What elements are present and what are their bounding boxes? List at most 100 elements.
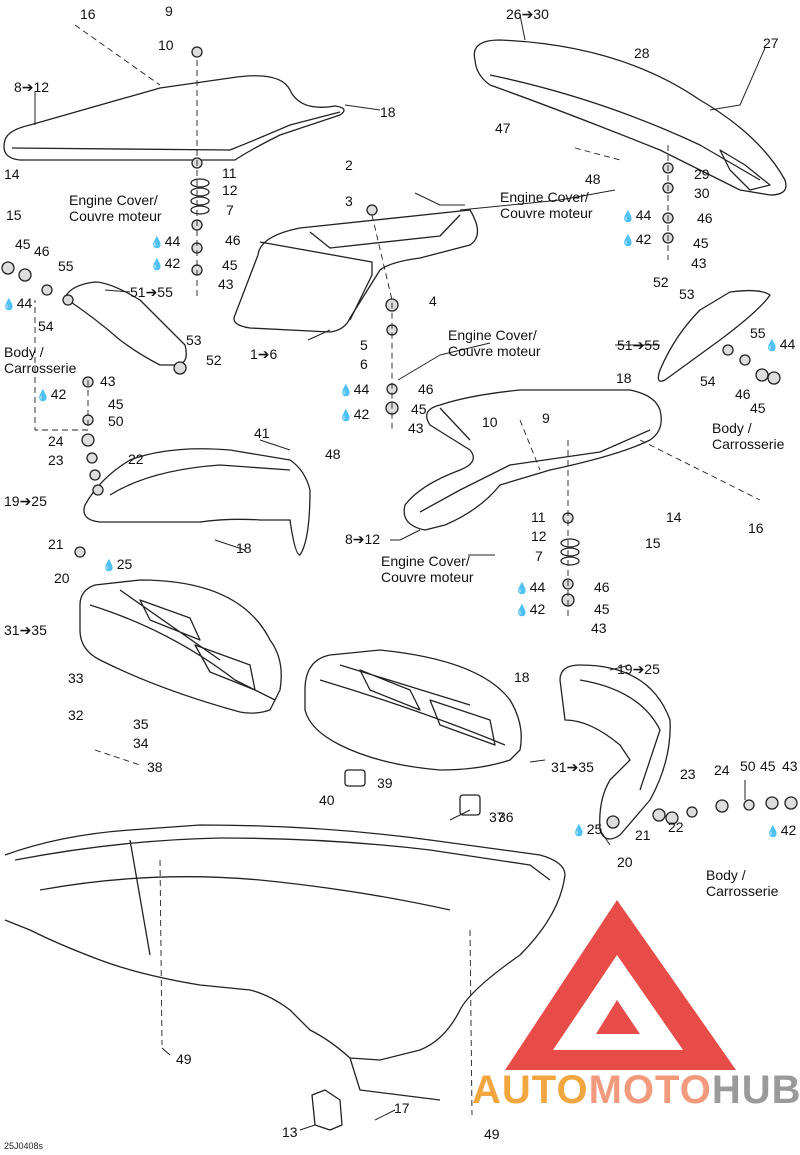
callout-label: 46 — [418, 381, 434, 397]
side-panel-left-small — [64, 281, 187, 366]
callout-label: 31➔35 — [551, 759, 594, 775]
drawing-code: 25J0408s — [4, 1141, 44, 1151]
callout-label: 46 — [735, 386, 751, 402]
callout-label: 43 — [591, 620, 607, 636]
callout-label: 47 — [495, 120, 511, 136]
callout-label: 5 — [360, 337, 368, 353]
body-note: Body /Carrosserie — [712, 420, 785, 452]
spring-stack-right — [560, 538, 580, 566]
callout-label: 45 — [594, 601, 610, 617]
callout-label: 21 — [48, 536, 64, 552]
callout-label: 48 — [325, 446, 341, 462]
seat-backrest-upper — [473, 39, 787, 196]
callout-label: 53 — [186, 332, 202, 348]
callout-label: 45 — [411, 401, 427, 417]
callout-label: 54 — [700, 373, 716, 389]
callout-label: 14 — [4, 166, 20, 182]
callout-label: 39 — [377, 775, 393, 791]
callout-label: 11 — [531, 509, 546, 525]
callout-label: 51➔55 — [617, 337, 660, 353]
callout-label: 46 — [34, 243, 50, 259]
callout-label: 💧44 — [515, 579, 546, 596]
callout-label: 24 — [48, 433, 64, 449]
callout-label: 22 — [668, 819, 684, 835]
callout-label: 12 — [222, 182, 238, 198]
callout-label: 💧42 — [150, 255, 181, 272]
callout-label: 45 — [108, 396, 124, 412]
callout-label: 26➔30 — [506, 6, 549, 22]
watermark-text: AUTOMOTOHUB — [472, 1068, 800, 1112]
seat-cushion-left — [79, 579, 282, 714]
callout-label: 46 — [697, 210, 713, 226]
callout-label: 45 — [750, 400, 766, 416]
engine-cover-right — [403, 389, 662, 531]
callout-label: 50 — [108, 413, 124, 429]
callout-label: 50 — [740, 758, 756, 774]
callout-label: 18 — [236, 540, 252, 556]
callout-label: 14 — [666, 509, 682, 525]
callout-label: 45 — [222, 257, 238, 273]
callout-label: 45 — [15, 236, 31, 252]
callout-label: 💧44 — [621, 207, 652, 224]
callout-label: 43 — [782, 758, 798, 774]
engine-cover-panel-left — [3, 75, 345, 161]
callout-label: 43 — [691, 255, 707, 271]
callout-label: 16 — [748, 520, 764, 536]
callout-label: 45 — [760, 758, 776, 774]
callout-label: 6 — [360, 356, 368, 372]
callout-label: 43 — [218, 276, 234, 292]
lubricant-icon: 💧 — [572, 825, 586, 837]
callout-label: 34 — [133, 735, 149, 751]
callout-label: 46 — [594, 579, 610, 595]
callout-label: 19➔25 — [4, 493, 47, 509]
callout-label: 31➔35 — [4, 622, 47, 638]
callout-label: 15 — [6, 207, 22, 223]
engine-cover-note: Engine Cover/Couvre moteur — [381, 553, 474, 585]
callout-label: 36 — [498, 809, 514, 825]
callout-label: 3 — [345, 193, 353, 209]
lubricant-icon: 💧 — [36, 390, 50, 402]
callout-label: 32 — [68, 707, 84, 723]
callout-label: 35 — [133, 716, 149, 732]
callout-label: 23 — [48, 452, 64, 468]
callout-label: 9 — [542, 410, 550, 426]
lubricant-icon: 💧 — [515, 583, 529, 595]
callout-label: 💧44 — [150, 233, 181, 250]
callout-label: 53 — [679, 286, 695, 302]
callout-label: 55 — [58, 258, 74, 274]
engine-cover-note: Engine Cover/Couvre moteur — [448, 327, 541, 359]
lubricant-icon: 💧 — [102, 560, 116, 572]
callout-label: 💧44 — [339, 381, 370, 398]
callout-label: 49 — [176, 1051, 192, 1067]
callout-label: 20 — [617, 854, 633, 870]
callout-label: 💧42 — [621, 231, 652, 248]
callout-label: 16 — [80, 6, 96, 22]
callout-label: 18 — [616, 370, 632, 386]
callout-label: 18 — [514, 669, 530, 685]
callout-label: 54 — [38, 318, 54, 334]
callout-label: 29 — [694, 166, 710, 182]
callout-label: 43 — [408, 420, 424, 436]
lubricant-icon: 💧 — [766, 826, 780, 838]
callout-label: 52 — [653, 274, 669, 290]
rear-body-panel — [4, 824, 566, 1061]
lubricant-icon: 💧 — [150, 237, 164, 249]
callout-label: 💧42 — [36, 386, 67, 403]
engine-cover-note: Engine Cover/Couvre moteur — [69, 192, 162, 224]
engine-cover-center — [233, 209, 479, 333]
callout-label: 💧44 — [765, 336, 796, 353]
callout-label: 2 — [345, 157, 353, 173]
body-note: Body /Carrosserie — [4, 344, 77, 376]
callout-label: 8➔12 — [345, 531, 381, 547]
callout-label: 19➔25 — [617, 661, 660, 677]
callout-label: 💧42 — [515, 601, 546, 618]
callout-label: 18 — [380, 104, 396, 120]
callout-label: 48 — [585, 171, 601, 187]
callout-label: 10 — [482, 414, 498, 430]
lubricant-icon: 💧 — [515, 605, 529, 617]
spring-stack-left — [190, 178, 210, 215]
callout-label: 💧42 — [766, 822, 797, 839]
callout-label: 13 — [282, 1124, 298, 1140]
lubricant-icon: 💧 — [621, 211, 635, 223]
